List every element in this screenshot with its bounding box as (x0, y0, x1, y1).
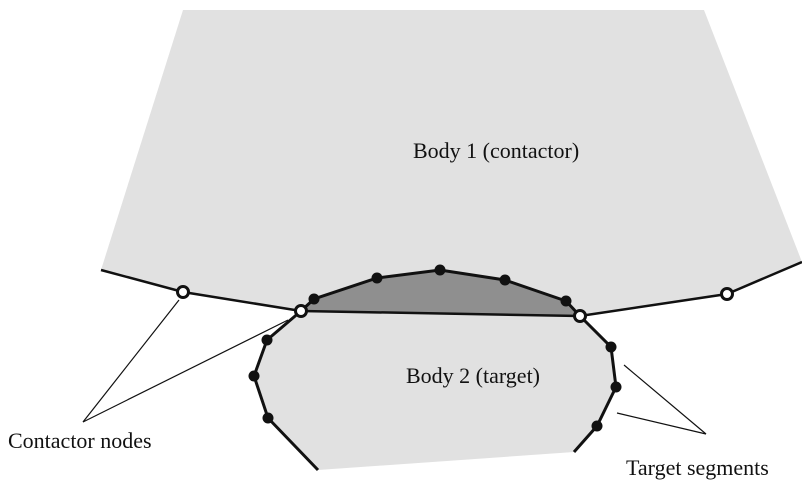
pointer-line-contactor-2 (82, 319, 289, 423)
target-node (591, 420, 603, 432)
body-2-region (254, 311, 616, 470)
target-node (499, 274, 511, 286)
target-nodes (248, 264, 622, 432)
target-segments-label: Target segments (626, 455, 769, 480)
target-node (605, 341, 617, 353)
pointer-line-contactor-1 (82, 299, 180, 423)
contactor-surface-line (100, 260, 802, 318)
contactor-node (176, 285, 190, 299)
target-node (262, 412, 274, 424)
target-node (560, 295, 572, 307)
target-node (261, 334, 273, 346)
pointer-line-target-1 (623, 364, 707, 435)
target-node (248, 370, 260, 382)
body-2-label: Body 2 (target) (406, 363, 540, 388)
body-1-label: Body 1 (contactor) (413, 138, 579, 163)
contactor-node (294, 304, 308, 318)
contactor-nodes (176, 285, 734, 323)
target-node (308, 293, 320, 305)
pointer-line-target-2 (616, 412, 707, 435)
target-node (371, 272, 383, 284)
target-node (434, 264, 446, 276)
contactor-node (720, 287, 734, 301)
body-1-region (101, 10, 802, 316)
contactor-nodes-label: Contactor nodes (8, 428, 152, 453)
contactor-node (573, 309, 587, 323)
target-node (610, 381, 622, 393)
